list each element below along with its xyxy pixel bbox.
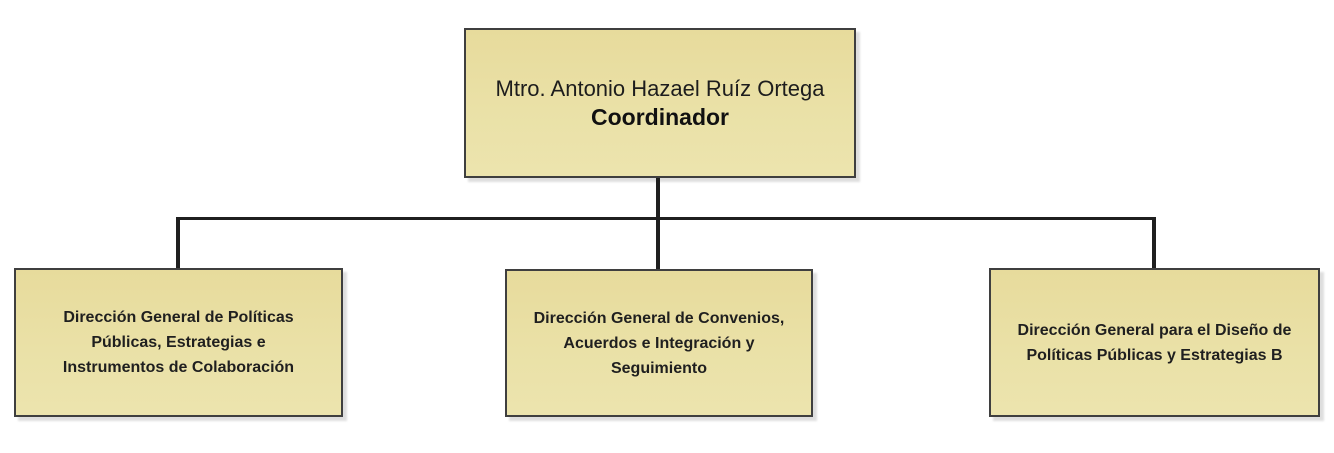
connector-horizontal-rail (176, 217, 1156, 220)
org-node-label: Dirección General de Políticas Públicas,… (62, 309, 295, 376)
org-node-coordinador[interactable]: Mtro. Antonio Hazael Ruíz Ortega Coordin… (464, 28, 856, 178)
org-node-convenios-acuerdos[interactable]: Dirección General de Convenios, Acuerdos… (505, 269, 813, 417)
coordinator-name: Mtro. Antonio Hazael Ruíz Ortega (495, 75, 825, 101)
connector-right-drop (1152, 217, 1156, 268)
org-node-politicas-publicas[interactable]: Dirección General de Políticas Públicas,… (14, 268, 343, 417)
org-node-label: Dirección General de Convenios, Acuerdos… (533, 309, 785, 377)
coordinator-role: Coordinador (591, 103, 729, 130)
org-node-diseno-politicas[interactable]: Dirección General para el Diseño de Polí… (989, 268, 1320, 417)
connector-root-stem (656, 178, 660, 270)
org-node-label: Dirección General para el Diseño de Polí… (1017, 321, 1292, 364)
connector-left-drop (176, 217, 180, 268)
